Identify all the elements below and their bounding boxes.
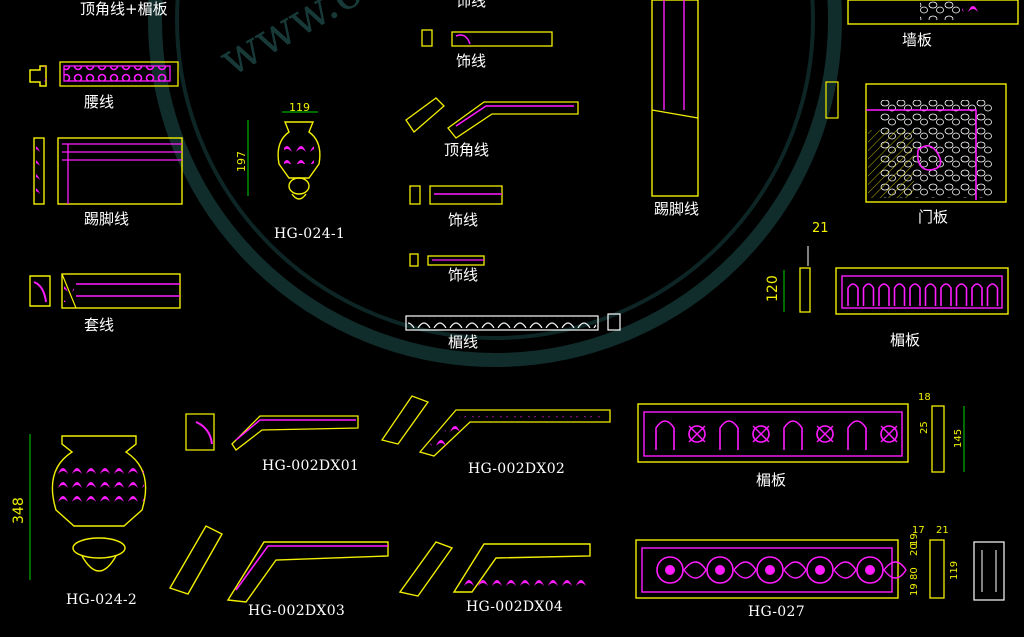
- deco-line-3: [409, 253, 485, 267]
- dim-145: 145: [953, 428, 964, 448]
- label-hg-024-2: HG-024-2: [66, 592, 138, 608]
- dim-120: 120: [765, 275, 781, 302]
- dim-17: 17: [912, 525, 925, 536]
- label-hg-002dx04: HG-002DX04: [466, 599, 564, 615]
- crown-drawing: [405, 97, 579, 139]
- door-panel-drawing: [825, 81, 1007, 203]
- wall-panel-drawing: [847, 0, 1019, 25]
- lintel-board-arches: [847, 283, 999, 306]
- arch-motif: [847, 283, 859, 306]
- flower-center: [865, 565, 875, 575]
- dim-80: 80: [909, 567, 920, 580]
- label-wall-panel: 墙板: [902, 31, 933, 49]
- flower-motif: [806, 556, 834, 584]
- scroll-motif: [833, 561, 857, 579]
- label-deco-top: 饰线: [456, 0, 487, 10]
- label-tall-skirting: 踢脚线: [654, 200, 700, 218]
- arch-motif: [940, 283, 952, 306]
- label-hg-002dx02: HG-002DX02: [468, 461, 566, 477]
- rosette-motif: [880, 425, 898, 443]
- label-deco-2: 饰线: [448, 211, 479, 229]
- arch-motif: [893, 283, 906, 306]
- flower-motif: [756, 556, 784, 584]
- skirting-drawing: [33, 137, 183, 205]
- dim-19b: 19: [909, 533, 920, 546]
- arch-motif: [847, 420, 867, 450]
- profile-hg-002dx01: [185, 413, 359, 451]
- deco-line-2: [409, 185, 503, 205]
- profile-hg-002dx03: [168, 525, 389, 603]
- label-deco-1: 饰线: [456, 52, 487, 70]
- label-casing: 套线: [84, 316, 115, 334]
- label-deco-3: 饰线: [448, 266, 479, 284]
- flower-motif: [656, 556, 684, 584]
- flower-center: [815, 565, 825, 575]
- arch-motif: [955, 283, 968, 306]
- label-lintel-board: 楣板: [890, 331, 921, 349]
- scroll-motif: [683, 561, 707, 579]
- scroll-motif: [733, 561, 757, 579]
- casing-drawing: [29, 273, 181, 309]
- flower-center: [765, 565, 775, 575]
- dim-18: 18: [918, 392, 931, 403]
- arch-motif: [878, 283, 890, 306]
- scroll-motif: [883, 561, 907, 579]
- label-hg-002dx01: HG-002DX01: [262, 458, 360, 474]
- profile-hg-002dx02: [380, 395, 611, 457]
- arch-motif: [719, 420, 739, 450]
- arch-motif: [783, 420, 803, 450]
- arch-motif: [655, 420, 675, 450]
- lintel-board-2-drawing: [637, 403, 965, 473]
- label-hg-002dx03: HG-002DX03: [248, 603, 346, 619]
- rosette-motif: [688, 425, 706, 443]
- arch-motif: [986, 283, 999, 306]
- flower-center: [715, 565, 725, 575]
- waist-line-drawing: [29, 61, 179, 87]
- label-crown: 顶角线: [444, 141, 490, 159]
- scroll-motif: [783, 561, 807, 579]
- dim-19a: 19: [909, 583, 920, 596]
- dim-21b: 21: [936, 525, 949, 536]
- label-hg-024-1: HG-024-1: [274, 226, 346, 242]
- label-waist-line: 腰线: [84, 93, 115, 111]
- panel-hg-027-motifs: [656, 556, 907, 584]
- rosette-cross: [880, 425, 898, 443]
- label-lintel-board-2: 楣板: [756, 471, 787, 489]
- arch-motif: [909, 283, 921, 306]
- dim-21: 21: [812, 221, 829, 236]
- dim-119b: 119: [949, 560, 960, 580]
- rosette-cross: [752, 425, 770, 443]
- flower-motif: [706, 556, 734, 584]
- deco-line-top: [421, 29, 553, 47]
- tall-skirting-drawing: [651, 0, 699, 197]
- corbel-hg-024-1: [247, 111, 321, 200]
- dim-119: 119: [289, 101, 310, 114]
- rosette-motif: [816, 425, 834, 443]
- lintel-board-drawing: [783, 246, 1009, 315]
- label-lintel-line: 楣线: [448, 333, 479, 351]
- corbel-hg-024-2: [29, 434, 147, 580]
- flower-motif: [856, 556, 884, 584]
- rosette-motif: [752, 425, 770, 443]
- profile-hg-002dx04: [398, 541, 591, 597]
- panel-hg-027: [635, 539, 1005, 601]
- label-crown-lintel: 顶角线+楣板: [80, 0, 168, 18]
- label-door-panel: 门板: [918, 208, 949, 226]
- flower-center: [665, 565, 675, 575]
- label-hg-027: HG-027: [748, 604, 805, 620]
- arch-motif: [924, 283, 937, 306]
- dim-348: 348: [11, 497, 27, 524]
- lintel-board-2-motifs: [655, 420, 898, 450]
- rosette-cross: [816, 425, 834, 443]
- lintel-line-drawing: [405, 313, 621, 331]
- arch-motif: [862, 283, 875, 306]
- dim-25: 25: [919, 421, 930, 434]
- label-skirting: 踢脚线: [84, 210, 130, 228]
- arch-motif: [971, 283, 983, 306]
- dim-197: 197: [235, 151, 248, 172]
- rosette-cross: [688, 425, 706, 443]
